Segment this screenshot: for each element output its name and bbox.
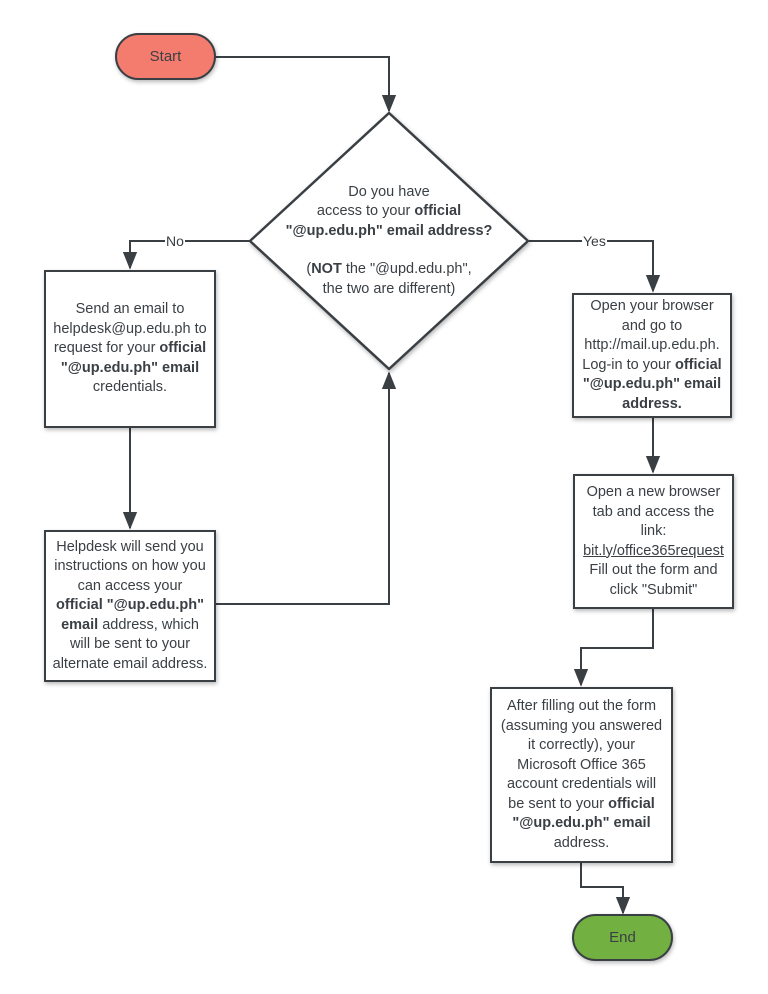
send-line3: request for your official xyxy=(53,340,207,357)
after-line6: be sent to your official xyxy=(508,795,655,812)
office365-request-link[interactable]: bit.ly/office365request xyxy=(583,542,724,559)
after-line2: (assuming you answered xyxy=(500,717,663,734)
yes-label: Yes xyxy=(582,233,607,249)
after-line7: "@up.edu.ph" email xyxy=(512,815,651,831)
newtab-line1: Open a new browser xyxy=(586,484,721,500)
start-node: Start xyxy=(115,33,216,80)
helpdesk-line5: email address, which xyxy=(61,616,199,633)
helpdesk-line1: Helpdesk will send you xyxy=(56,538,204,555)
decision-diamond xyxy=(248,111,530,371)
send-line1: Send an email to xyxy=(75,301,185,318)
after-line1: After filling out the form xyxy=(506,698,657,714)
browser-line4: Log-in to your official xyxy=(582,356,722,373)
edge-decision-yes xyxy=(529,240,661,293)
send-line5: credentials. xyxy=(92,379,168,396)
decision-line1: Do you have xyxy=(348,183,430,200)
decision-line2: access to your official xyxy=(316,203,462,220)
end-node: End xyxy=(572,914,673,961)
browser-line5: "@up.edu.ph" email xyxy=(582,376,722,392)
edge-after-to-end xyxy=(580,862,631,915)
helpdesk-line2: instructions on how you xyxy=(54,558,206,575)
decision-line3: "@up.edu.ph" email address? xyxy=(285,222,493,239)
helpdesk-line3: can access your xyxy=(77,577,183,594)
decision-node: Do you have access to your official "@up… xyxy=(275,176,503,306)
send-line4: "@up.edu.ph" email xyxy=(60,359,200,376)
browser-line2: and go to xyxy=(621,317,683,334)
send-email-step: Send an email to helpdesk@up.edu.ph to r… xyxy=(44,270,216,428)
newtab-line5: Fill out the form and xyxy=(589,562,718,578)
after-line5: account credentials will xyxy=(506,776,657,792)
helpdesk-line4: official "@up.edu.ph" xyxy=(56,597,204,614)
decision-line4: (NOT the "@upd.edu.ph", xyxy=(306,261,472,278)
send-line2: helpdesk@up.edu.ph to xyxy=(53,320,207,337)
after-form-step: After filling out the form (assuming you… xyxy=(490,687,673,863)
edge-start-to-decision xyxy=(215,56,397,113)
helpdesk-line7: alternate email address. xyxy=(52,655,208,672)
newtab-line2: tab and access the xyxy=(592,503,715,520)
helpdesk-line6: will be sent to your xyxy=(69,636,191,653)
browser-line3: http://mail.up.edu.ph. xyxy=(584,337,720,353)
newtab-line3: link: xyxy=(640,523,667,539)
browser-line1: Open your browser xyxy=(590,298,714,314)
edge-newtab-to-after xyxy=(573,608,654,687)
newtab-line6: click "Submit" xyxy=(609,581,698,598)
browser-line6: address. xyxy=(622,395,682,412)
open-browser-step: Open your browser and go to http://mail.… xyxy=(572,293,732,418)
no-label: No xyxy=(165,233,185,249)
new-tab-step: Open a new browser tab and access the li… xyxy=(573,474,734,609)
edge-helpdesk-to-decision xyxy=(215,371,397,605)
helpdesk-step: Helpdesk will send you instructions on h… xyxy=(44,530,216,682)
after-line8: address. xyxy=(553,834,610,851)
decision-line5: the two are different) xyxy=(322,280,456,297)
after-line3: it correctly), your xyxy=(527,737,636,753)
edge-decision-no xyxy=(122,240,251,270)
after-line4: Microsoft Office 365 xyxy=(517,756,646,773)
